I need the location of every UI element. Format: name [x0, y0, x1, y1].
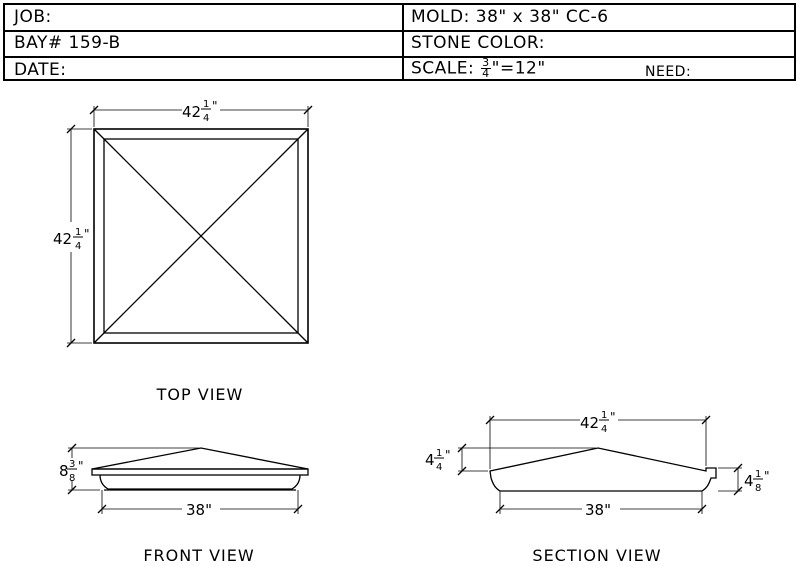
mold-value: 38" x 38" CC-6: [475, 7, 609, 27]
title-block-row-line: [5, 30, 794, 32]
date-label: DATE:: [14, 60, 67, 80]
section-view-left-whole: 4: [425, 451, 435, 469]
bay-field: BAY# 159-B: [14, 33, 121, 53]
section-view-left-height-dimension: [457, 443, 596, 476]
section-view-width-den: 4: [601, 424, 607, 435]
bay-value: 159-B: [68, 33, 121, 53]
top-view-height-dimension: [66, 124, 92, 348]
title-block: JOB: BAY# 159-B DATE: MOLD: 38" x 38" CC…: [3, 3, 796, 81]
top-view-width-inch: ": [212, 99, 218, 113]
section-view-right-den: 8: [755, 483, 761, 494]
section-view-right-height-dimension: [718, 463, 743, 496]
front-view-base-width: 38": [186, 501, 212, 519]
bay-label: BAY#: [14, 33, 63, 53]
top-view-corner-line: [297, 332, 309, 344]
top-view-corner-line: [297, 128, 309, 140]
scale-label: SCALE:: [411, 58, 475, 79]
top-view-width-whole: 42: [182, 103, 201, 121]
section-view-caption: SECTION VIEW: [532, 546, 661, 565]
front-view-height-whole: 8: [59, 462, 69, 480]
front-view-caption: FRONT VIEW: [143, 546, 254, 565]
top-view-height-den: 4: [75, 241, 81, 252]
top-view-inner-edge: [103, 138, 299, 334]
top-view-caption: TOP VIEW: [156, 385, 244, 404]
top-view-height-num: 1: [75, 227, 81, 238]
title-block-row-line: [5, 56, 794, 58]
section-view-width-dimension: [485, 415, 711, 469]
front-view-drip-band: [91, 468, 309, 476]
job-label: JOB:: [14, 7, 52, 27]
top-view-width-den: 4: [203, 113, 209, 124]
top-view: [66, 105, 313, 348]
top-view-outer-edge: [93, 128, 309, 344]
front-view-height-inch: ": [78, 459, 84, 473]
section-view-profile: [489, 447, 717, 492]
section-view-right-num: 1: [755, 469, 761, 480]
front-view-height-den: 8: [69, 473, 75, 484]
title-block-divider: [402, 5, 404, 79]
section-view-base-width: 38": [585, 501, 611, 519]
front-view-base-dimension: [97, 490, 303, 514]
top-view-height-inch: ": [84, 227, 90, 241]
top-view-corner-line: [93, 332, 105, 344]
section-view-width-inch: ": [610, 410, 616, 424]
mold-field: MOLD: 38" x 38" CC-6: [411, 7, 609, 27]
scale-ratio: "=12": [491, 58, 546, 79]
top-view-corner-line: [93, 128, 105, 140]
front-view-height-num: 3: [69, 459, 75, 470]
section-view-left-den: 4: [436, 462, 442, 473]
front-view: [67, 443, 309, 514]
section-view-left-num: 1: [436, 448, 442, 459]
need-label: NEED:: [645, 64, 692, 80]
section-view-right-inch: ": [764, 469, 770, 483]
section-view-left-inch: ": [445, 448, 451, 462]
section-view-base-dimension: [495, 491, 707, 514]
top-view-hip-line: [103, 138, 299, 334]
section-view-width-num: 1: [601, 410, 607, 421]
front-view-height-dimension: [67, 443, 199, 495]
front-view-roof: [91, 447, 309, 470]
stone-color-label: STONE COLOR:: [411, 33, 545, 53]
mold-label: MOLD:: [411, 7, 470, 27]
top-view-height-whole: 42: [53, 230, 72, 248]
section-view-width-whole: 42: [580, 414, 599, 432]
scale-denominator: 4: [482, 67, 490, 80]
front-view-cove: [99, 474, 301, 490]
top-view-width-dimension: [89, 105, 313, 127]
scale-numerator: 3: [481, 56, 491, 69]
section-view: [457, 415, 743, 514]
top-view-width-num: 1: [203, 99, 209, 110]
section-view-right-whole: 4: [744, 472, 754, 490]
